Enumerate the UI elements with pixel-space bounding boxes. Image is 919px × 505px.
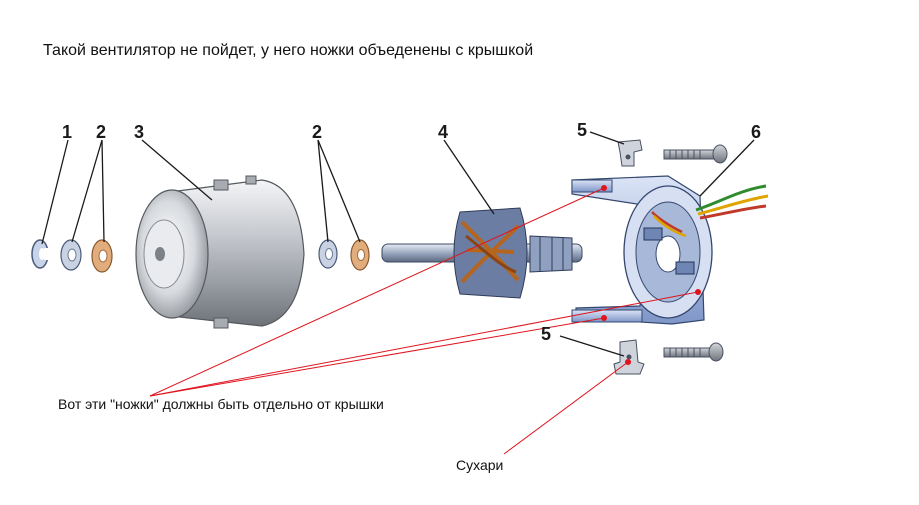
screw-top [663,144,728,164]
washer-steel-right [318,239,338,269]
washer-steel-left [60,239,82,271]
callout-2-left: 2 [96,122,106,142]
annotation-dots [601,185,701,365]
screw-bottom [663,342,724,362]
retaining-clip [31,239,50,269]
legs-annotation: Вот эти "ножки" должны быть отдельно от … [58,396,384,412]
callout-4: 4 [438,122,448,142]
brush-holder-endcap [571,175,769,325]
leader-lines [41,131,755,357]
callout-2-right: 2 [312,122,322,142]
motor-housing [135,175,305,329]
brush-clip-top [617,139,643,167]
clips-annotation: Сухари [456,457,504,473]
armature-rotor [381,207,583,299]
washer-copper-right [350,239,370,271]
callout-1: 1 [62,122,72,142]
callout-5-bottom: 5 [541,324,551,344]
callout-6: 6 [751,122,761,142]
brush-clip-bottom [613,339,645,375]
callout-5-top: 5 [577,120,587,140]
annotation-lines [149,187,699,455]
page-title: Такой вентилятор не пойдет, у него ножки… [43,42,534,59]
washer-copper-left [91,239,113,273]
callout-3: 3 [134,122,144,142]
